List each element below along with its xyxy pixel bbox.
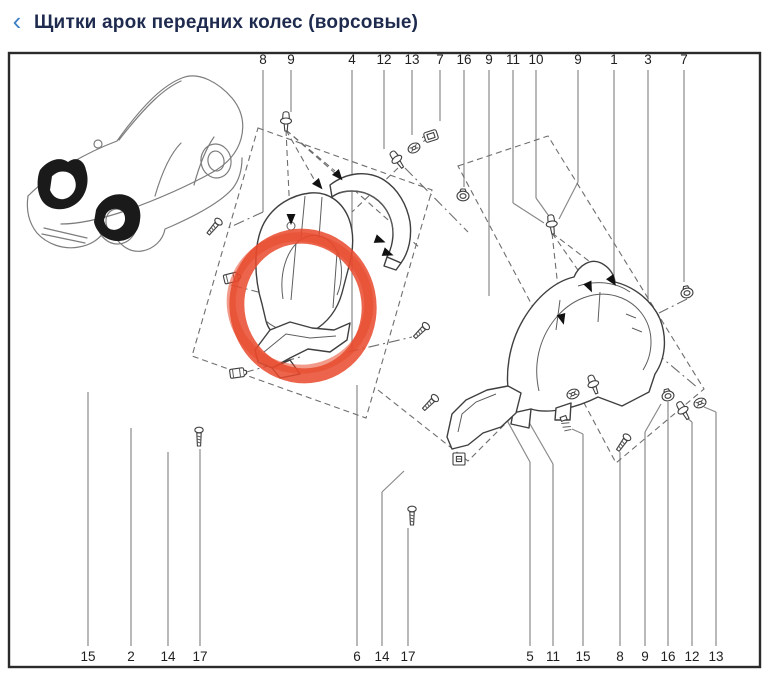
part-number-label: 11 <box>546 649 560 664</box>
leader-lines-bottom <box>87 385 717 646</box>
part-number-label: 17 <box>192 649 207 664</box>
part-number-label: 14 <box>160 649 176 664</box>
part-number-label: 12 <box>684 649 699 664</box>
leader-elbows <box>381 181 717 493</box>
part-number-label: 6 <box>353 649 361 664</box>
part-number-label: 11 <box>506 52 520 67</box>
top-callouts: 8 9 4 12 13 7 16 9 11 10 9 1 3 7 <box>259 52 688 67</box>
part-number-label: 16 <box>456 52 471 67</box>
part-number-label: 14 <box>374 649 390 664</box>
part-number-label: 8 <box>259 52 267 67</box>
part-number-label: 10 <box>528 52 543 67</box>
part-number-label: 9 <box>574 52 582 67</box>
part-number-label: 9 <box>485 52 493 67</box>
dashed-box-right <box>457 135 705 464</box>
part-number-label: 15 <box>575 649 590 664</box>
highlight-circle <box>226 228 377 384</box>
car-liner-highlight-right <box>94 194 141 242</box>
part-number-label: 16 <box>660 649 675 664</box>
part-number-label: 3 <box>644 52 652 67</box>
part-number-label: 2 <box>127 649 135 664</box>
part-number-label: 13 <box>708 649 723 664</box>
leader-lines-top <box>262 70 685 350</box>
part-number-label: 7 <box>436 52 444 67</box>
part-number-label: 7 <box>680 52 688 67</box>
part-number-label: 9 <box>287 52 295 67</box>
part-number-label: 5 <box>526 649 534 664</box>
car-sketch <box>26 75 244 252</box>
part-number-label: 9 <box>641 649 649 664</box>
page-header: ‹ Щитки арок передних колес (ворсовые) <box>0 0 770 46</box>
part-number-label: 13 <box>404 52 419 67</box>
back-chevron-icon[interactable]: ‹ <box>12 6 22 36</box>
left-liner-assembly <box>254 173 412 379</box>
part-number-label: 17 <box>400 649 415 664</box>
bottom-callouts: 15 2 14 17 6 14 17 5 11 15 8 9 16 12 13 <box>80 649 723 664</box>
dashed-box-left <box>191 127 433 419</box>
part-number-label: 12 <box>376 52 391 67</box>
part-number-label: 8 <box>616 649 624 664</box>
square-clip-icon <box>452 452 466 466</box>
car-liner-highlight-left <box>37 159 88 210</box>
page-title: Щитки арок передних колес (ворсовые) <box>34 12 419 33</box>
part-number-label: 4 <box>348 52 356 67</box>
part-number-label: 15 <box>80 649 95 664</box>
part-number-label: 1 <box>610 52 618 67</box>
